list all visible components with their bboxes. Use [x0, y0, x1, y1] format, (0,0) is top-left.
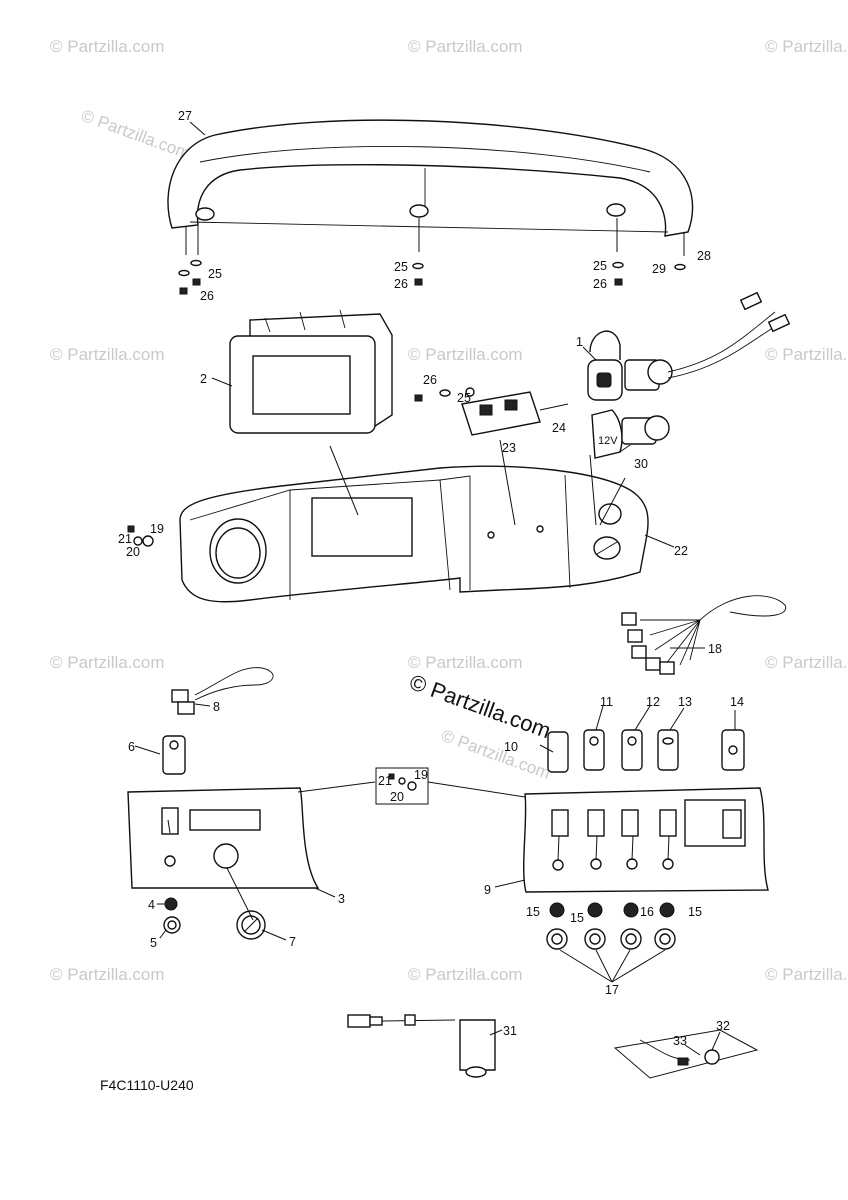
watermark: © Partzilla.com: [79, 106, 193, 163]
callout-label: 26: [423, 373, 437, 387]
diagram-code: F4C1110-U240: [100, 1077, 194, 1093]
callout-label: 2: [200, 372, 207, 386]
fastener-box-part: [375, 767, 429, 805]
watermark: © Partzilla.com: [765, 37, 848, 56]
callout-label: 4: [148, 898, 155, 912]
small-harness-part: [171, 667, 274, 715]
connector-31-part: [347, 1014, 496, 1078]
center-watermark: © Partzilla.com: [406, 669, 554, 743]
callout-label: 28: [697, 249, 711, 263]
callout-label: 19: [150, 522, 164, 536]
callout-label: 15: [570, 911, 584, 925]
watermark: © Partzilla.com: [765, 965, 848, 984]
watermark: © Partzilla.com: [50, 653, 165, 672]
callout-label: 20: [126, 545, 140, 559]
power-socket-part: 12V: [587, 291, 791, 459]
wire-harness-part: [621, 595, 787, 675]
callout-label: 23: [502, 441, 516, 455]
bracket-part: [414, 387, 569, 436]
leader-lines: [134, 121, 736, 1056]
callout-label: 24: [552, 421, 566, 435]
callout-label: 26: [394, 277, 408, 291]
callout-label: 5: [150, 936, 157, 950]
callout-label: 21: [378, 774, 392, 788]
watermark: © Partzilla.com: [50, 345, 165, 364]
callout-label: 29: [652, 262, 666, 276]
dashboard-part: [127, 465, 649, 603]
watermark: © Partzilla.com: [765, 345, 848, 364]
callout-label: 13: [678, 695, 692, 709]
display-screen-part: [229, 309, 393, 434]
left-switch-panel-part: [127, 735, 320, 940]
callout-label: 27: [178, 109, 192, 123]
callout-label: 30: [634, 457, 648, 471]
callout-label: 3: [338, 892, 345, 906]
callout-label: 25: [593, 259, 607, 273]
callout-label: 15: [688, 905, 702, 919]
callout-label: 31: [503, 1024, 517, 1038]
callout-label: 19: [414, 768, 428, 782]
callout-label: 26: [593, 277, 607, 291]
callout-labels: 27 25 26 25 26 25 26 29 28 2 26 25 24 23…: [118, 109, 744, 1048]
callout-label: 17: [605, 983, 619, 997]
callout-label: 21: [118, 532, 132, 546]
callout-label: 7: [289, 935, 296, 949]
callout-label: 14: [730, 695, 744, 709]
callout-label: 11: [600, 695, 613, 709]
callout-label: 6: [128, 740, 135, 754]
watermark: © Partzilla.com: [765, 653, 848, 672]
callout-label: 10: [504, 740, 518, 754]
callout-label: 22: [674, 544, 688, 558]
watermark: © Partzilla.com: [408, 345, 523, 364]
callout-label: 12: [646, 695, 660, 709]
socket-marking: 12V: [598, 435, 618, 447]
watermark: © Partzilla.com: [408, 37, 523, 56]
callout-label: 33: [673, 1034, 687, 1048]
callout-label: 15: [526, 905, 540, 919]
callout-label: 26: [200, 289, 214, 303]
key-switch-kit-part: [613, 1029, 759, 1079]
right-switch-panel-part: [523, 729, 769, 950]
callout-label: 16: [640, 905, 654, 919]
dash-hood-part: [167, 119, 694, 295]
callout-label: 25: [208, 267, 222, 281]
callout-label: 8: [213, 700, 220, 714]
callout-label: 20: [390, 790, 404, 804]
watermark: © Partzilla.com: [50, 965, 165, 984]
watermark: © Partzilla.com: [50, 37, 165, 56]
watermark: © Partzilla.com: [408, 653, 523, 672]
callout-label: 25: [394, 260, 408, 274]
callout-label: 18: [708, 642, 722, 656]
watermark: © Partzilla.com: [408, 965, 523, 984]
callout-label: 1: [576, 335, 583, 349]
callout-label: 9: [484, 883, 491, 897]
callout-label: 32: [716, 1019, 730, 1033]
callout-label: 25: [457, 391, 471, 405]
